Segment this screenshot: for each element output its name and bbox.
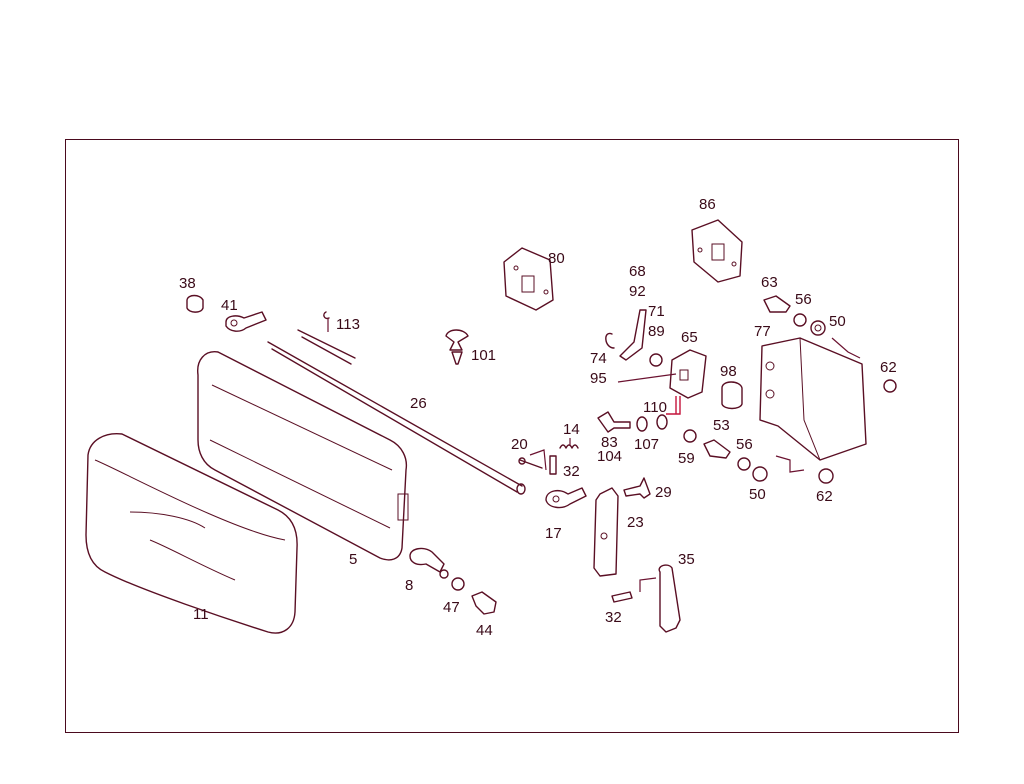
label-80: 80	[548, 250, 565, 267]
part-50-nut	[810, 320, 826, 336]
label-41: 41	[221, 297, 238, 314]
diagram-frame	[65, 139, 959, 733]
label-11: 11	[193, 606, 209, 623]
part-62-washer-a	[883, 379, 897, 393]
part-20-pin	[518, 449, 547, 471]
label-32b: 32	[605, 609, 622, 626]
part-44-bolt	[471, 591, 497, 615]
label-14: 14	[563, 421, 580, 438]
part-47-washer	[451, 577, 465, 591]
part-26-rod	[267, 341, 526, 495]
part-17-link	[545, 487, 587, 509]
label-89: 89	[648, 323, 665, 340]
part-71-lever	[605, 309, 663, 367]
label-83: 83	[601, 434, 618, 451]
label-56b: 56	[736, 436, 753, 453]
part-113-pin	[297, 311, 356, 365]
label-26: 26	[410, 395, 427, 412]
label-5: 5	[349, 551, 357, 568]
part-32-pin-b	[611, 591, 633, 603]
label-47: 47	[443, 599, 460, 616]
label-110: 110	[643, 399, 667, 416]
label-59: 59	[678, 450, 695, 467]
part-41-bracket	[225, 311, 267, 332]
label-63: 63	[761, 274, 778, 291]
label-38: 38	[179, 275, 196, 292]
label-44: 44	[476, 622, 493, 639]
leader-95	[617, 373, 677, 383]
label-20: 20	[511, 436, 528, 453]
part-32-pin-a	[549, 455, 557, 475]
label-23: 23	[627, 514, 644, 531]
label-107: 107	[634, 436, 659, 453]
label-86: 86	[699, 196, 716, 213]
label-74: 74	[590, 350, 607, 367]
label-35: 35	[678, 551, 695, 568]
label-65: 65	[681, 329, 698, 346]
part-29-bolt	[623, 477, 651, 499]
part-5-backrest	[197, 351, 409, 561]
label-50b: 50	[749, 486, 766, 503]
label-92: 92	[629, 283, 646, 300]
part-77-housing	[759, 337, 867, 473]
part-53-bolt	[703, 439, 731, 459]
part-101-clip	[445, 329, 469, 365]
part-11-cushion	[85, 433, 298, 634]
label-53: 53	[713, 417, 730, 434]
part-110-group	[636, 396, 697, 443]
part-62-washer-b	[818, 468, 834, 484]
part-83-bolt	[597, 411, 631, 433]
label-113: 113	[336, 316, 360, 333]
label-101: 101	[471, 347, 496, 364]
label-95: 95	[590, 370, 607, 387]
part-50-nut-b	[752, 466, 768, 482]
label-62b: 62	[816, 488, 833, 505]
part-23-bracket	[593, 487, 619, 577]
part-98-knob	[721, 381, 743, 410]
part-86-plate	[691, 219, 743, 283]
label-71: 71	[648, 303, 665, 320]
part-14-spring	[559, 438, 579, 449]
part-35-handle	[639, 564, 681, 633]
part-38-bushing	[186, 294, 204, 313]
label-32a: 32	[563, 463, 580, 480]
part-65-bracket	[669, 349, 707, 414]
part-8-pivot	[409, 547, 449, 579]
label-77: 77	[754, 323, 771, 340]
label-17: 17	[545, 525, 562, 542]
part-56-washer	[793, 313, 807, 327]
part-63-bolt	[763, 295, 791, 313]
label-104: 104	[597, 448, 622, 465]
label-29: 29	[655, 484, 672, 501]
part-80-plate	[503, 247, 554, 311]
label-8: 8	[405, 577, 413, 594]
label-68: 68	[629, 263, 646, 280]
label-56a: 56	[795, 291, 812, 308]
label-50a: 50	[829, 313, 846, 330]
label-98: 98	[720, 363, 737, 380]
label-62a: 62	[880, 359, 897, 376]
part-56-washer-b	[737, 457, 751, 471]
